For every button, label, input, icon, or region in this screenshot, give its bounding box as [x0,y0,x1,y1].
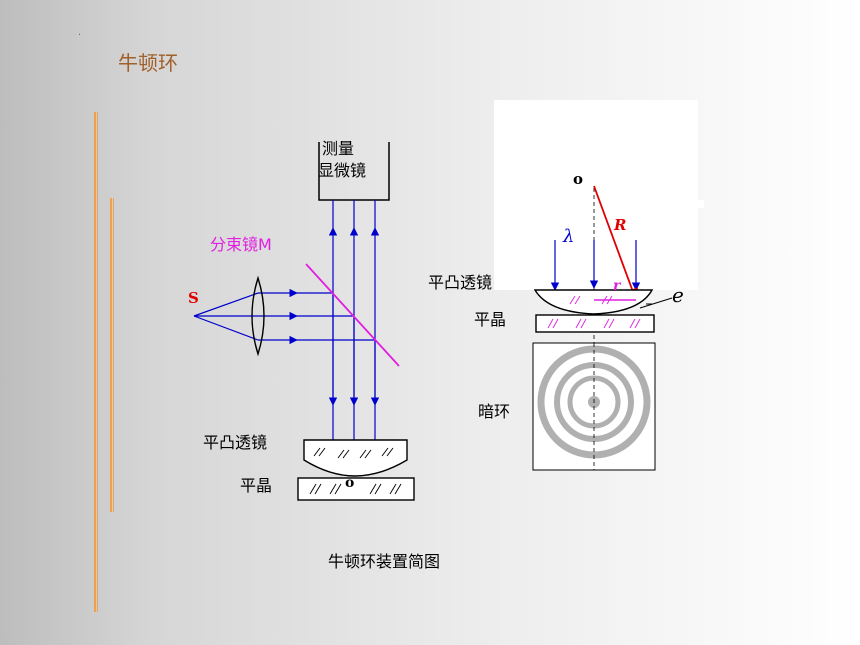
thickness-label: e [672,283,684,307]
left-flat-label: 平晶 [240,476,272,495]
right-flat-label: 平晶 [474,310,506,329]
slide-dot: · [78,30,82,41]
source-ray-3 [193,315,259,341]
right-white-panel [494,100,698,290]
accent-bar-1 [94,112,96,612]
right-geometry: o λ R r e 平凸透镜 平晶 [428,100,704,471]
left-lens-label: 平凸透镜 [203,433,267,452]
left-contact-point-label: o [345,475,354,491]
source-ray-1 [193,292,259,317]
rings-label: 暗环 [478,402,510,421]
collimating-lens [251,275,265,357]
left-plano-convex-lens [303,439,408,477]
right-flat-glass [535,314,655,333]
wavelength-label: λ [562,226,574,247]
microscope-label-1: 测量 [322,139,354,158]
accent-bar-3 [110,198,112,512]
right-flat-hatch [547,318,641,329]
radius-line [593,185,638,302]
diagram-caption: 牛顿环装置简图 [328,552,440,571]
microscope-label-2: 显微镜 [318,161,366,180]
right-center-label: o [573,170,583,188]
left-lens-hatch [313,447,394,459]
radius-label: R [613,216,626,234]
accent-bar-2 [97,112,98,612]
left-flat-hatch [309,483,402,495]
right-white-panel-ext [494,200,704,208]
r-label: r [613,278,622,294]
thickness-pointer [639,297,673,309]
slide-title: 牛顿环 [118,51,178,75]
beam-splitter [305,263,400,367]
right-plano-convex-lens [533,289,654,315]
accent-bar-4 [113,198,114,512]
left-flat-glass [297,477,415,501]
beam-splitter-label: 分束镜M [210,235,272,254]
right-lens-label: 平凸透镜 [428,273,492,292]
left-apparatus: 测量 显微镜 S 分束镜M [188,139,415,501]
source-label: S [188,289,199,307]
